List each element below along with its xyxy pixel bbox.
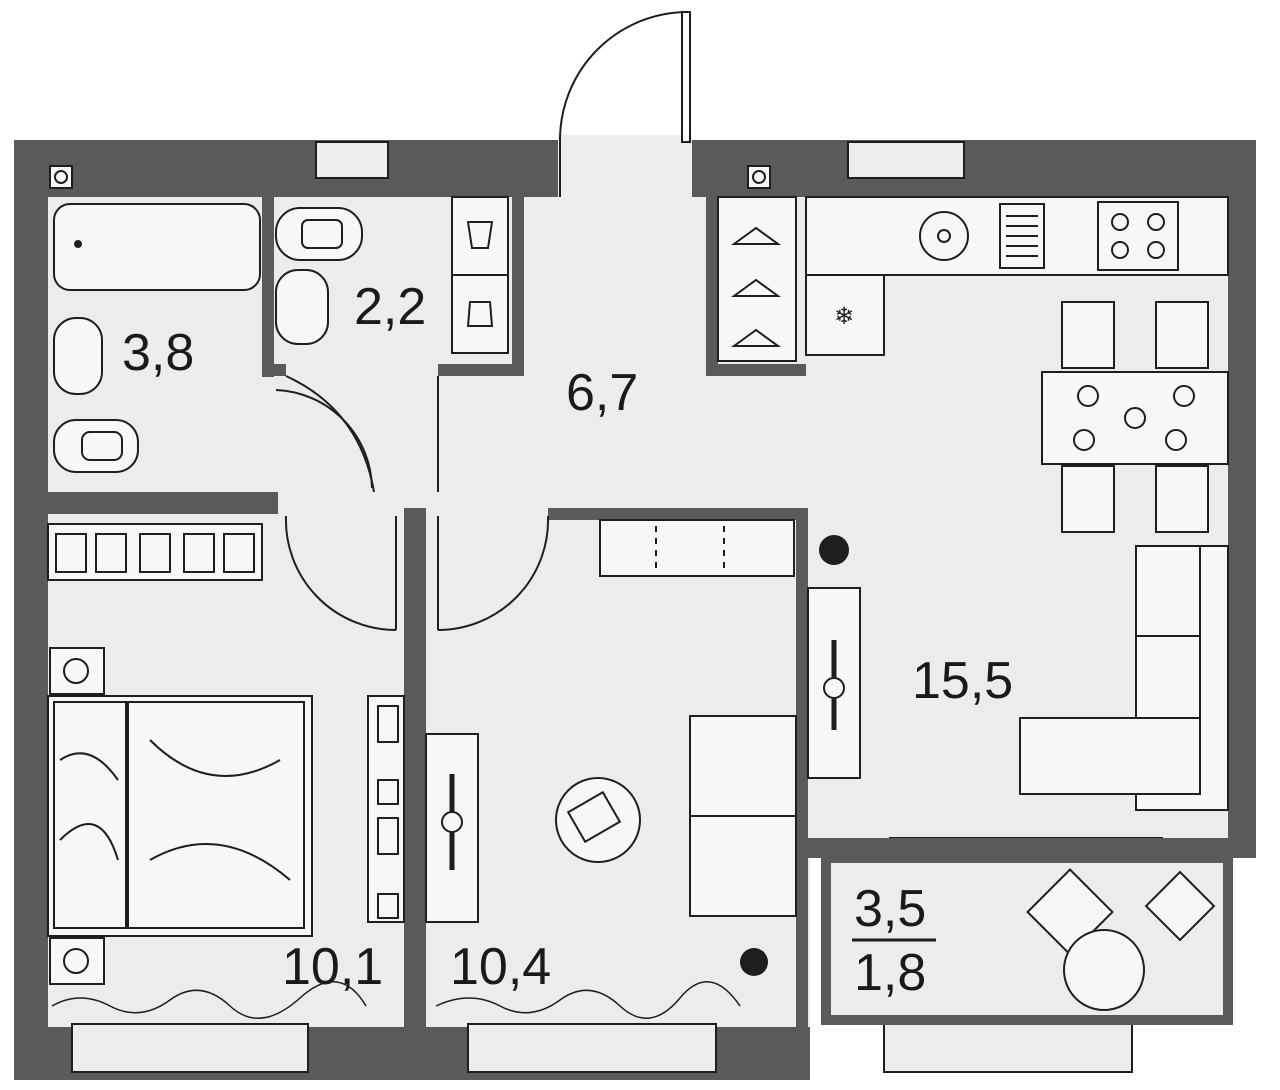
area-bedroom: 10,1 [282,938,383,996]
balcony-furniture [852,868,1216,1011]
area-living: 10,4 [450,938,551,996]
entrance-door [559,11,691,197]
wardrobe-icon [717,196,797,362]
area-kitchen: 15,5 [912,652,1013,710]
area-balcony-reduced: 1,8 [854,944,926,1002]
area-bathroom: 3,8 [122,324,194,382]
drain-icon [49,165,771,189]
dining-table-icon [1041,301,1229,533]
toilet-bowl-icon [53,419,139,473]
washbasin-icon [53,317,103,395]
bathtub-icon [53,203,261,291]
curtains [51,981,741,1019]
bedroom-furniture [47,523,405,985]
area-hall: 6,7 [566,364,638,422]
tv-icon [807,587,861,779]
sofa-icon [1019,545,1229,811]
bed-icon [47,695,313,937]
area-toilet: 2,2 [354,278,426,336]
kitchen-counter: ❄ [805,196,1229,356]
svg-text:❄: ❄ [834,302,854,330]
internal-doors [275,375,550,631]
balcony-outline [821,853,1233,1025]
living-furniture [425,519,797,923]
toilet-room-fixtures [275,196,509,354]
area-balcony-total: 3,5 [854,880,926,938]
